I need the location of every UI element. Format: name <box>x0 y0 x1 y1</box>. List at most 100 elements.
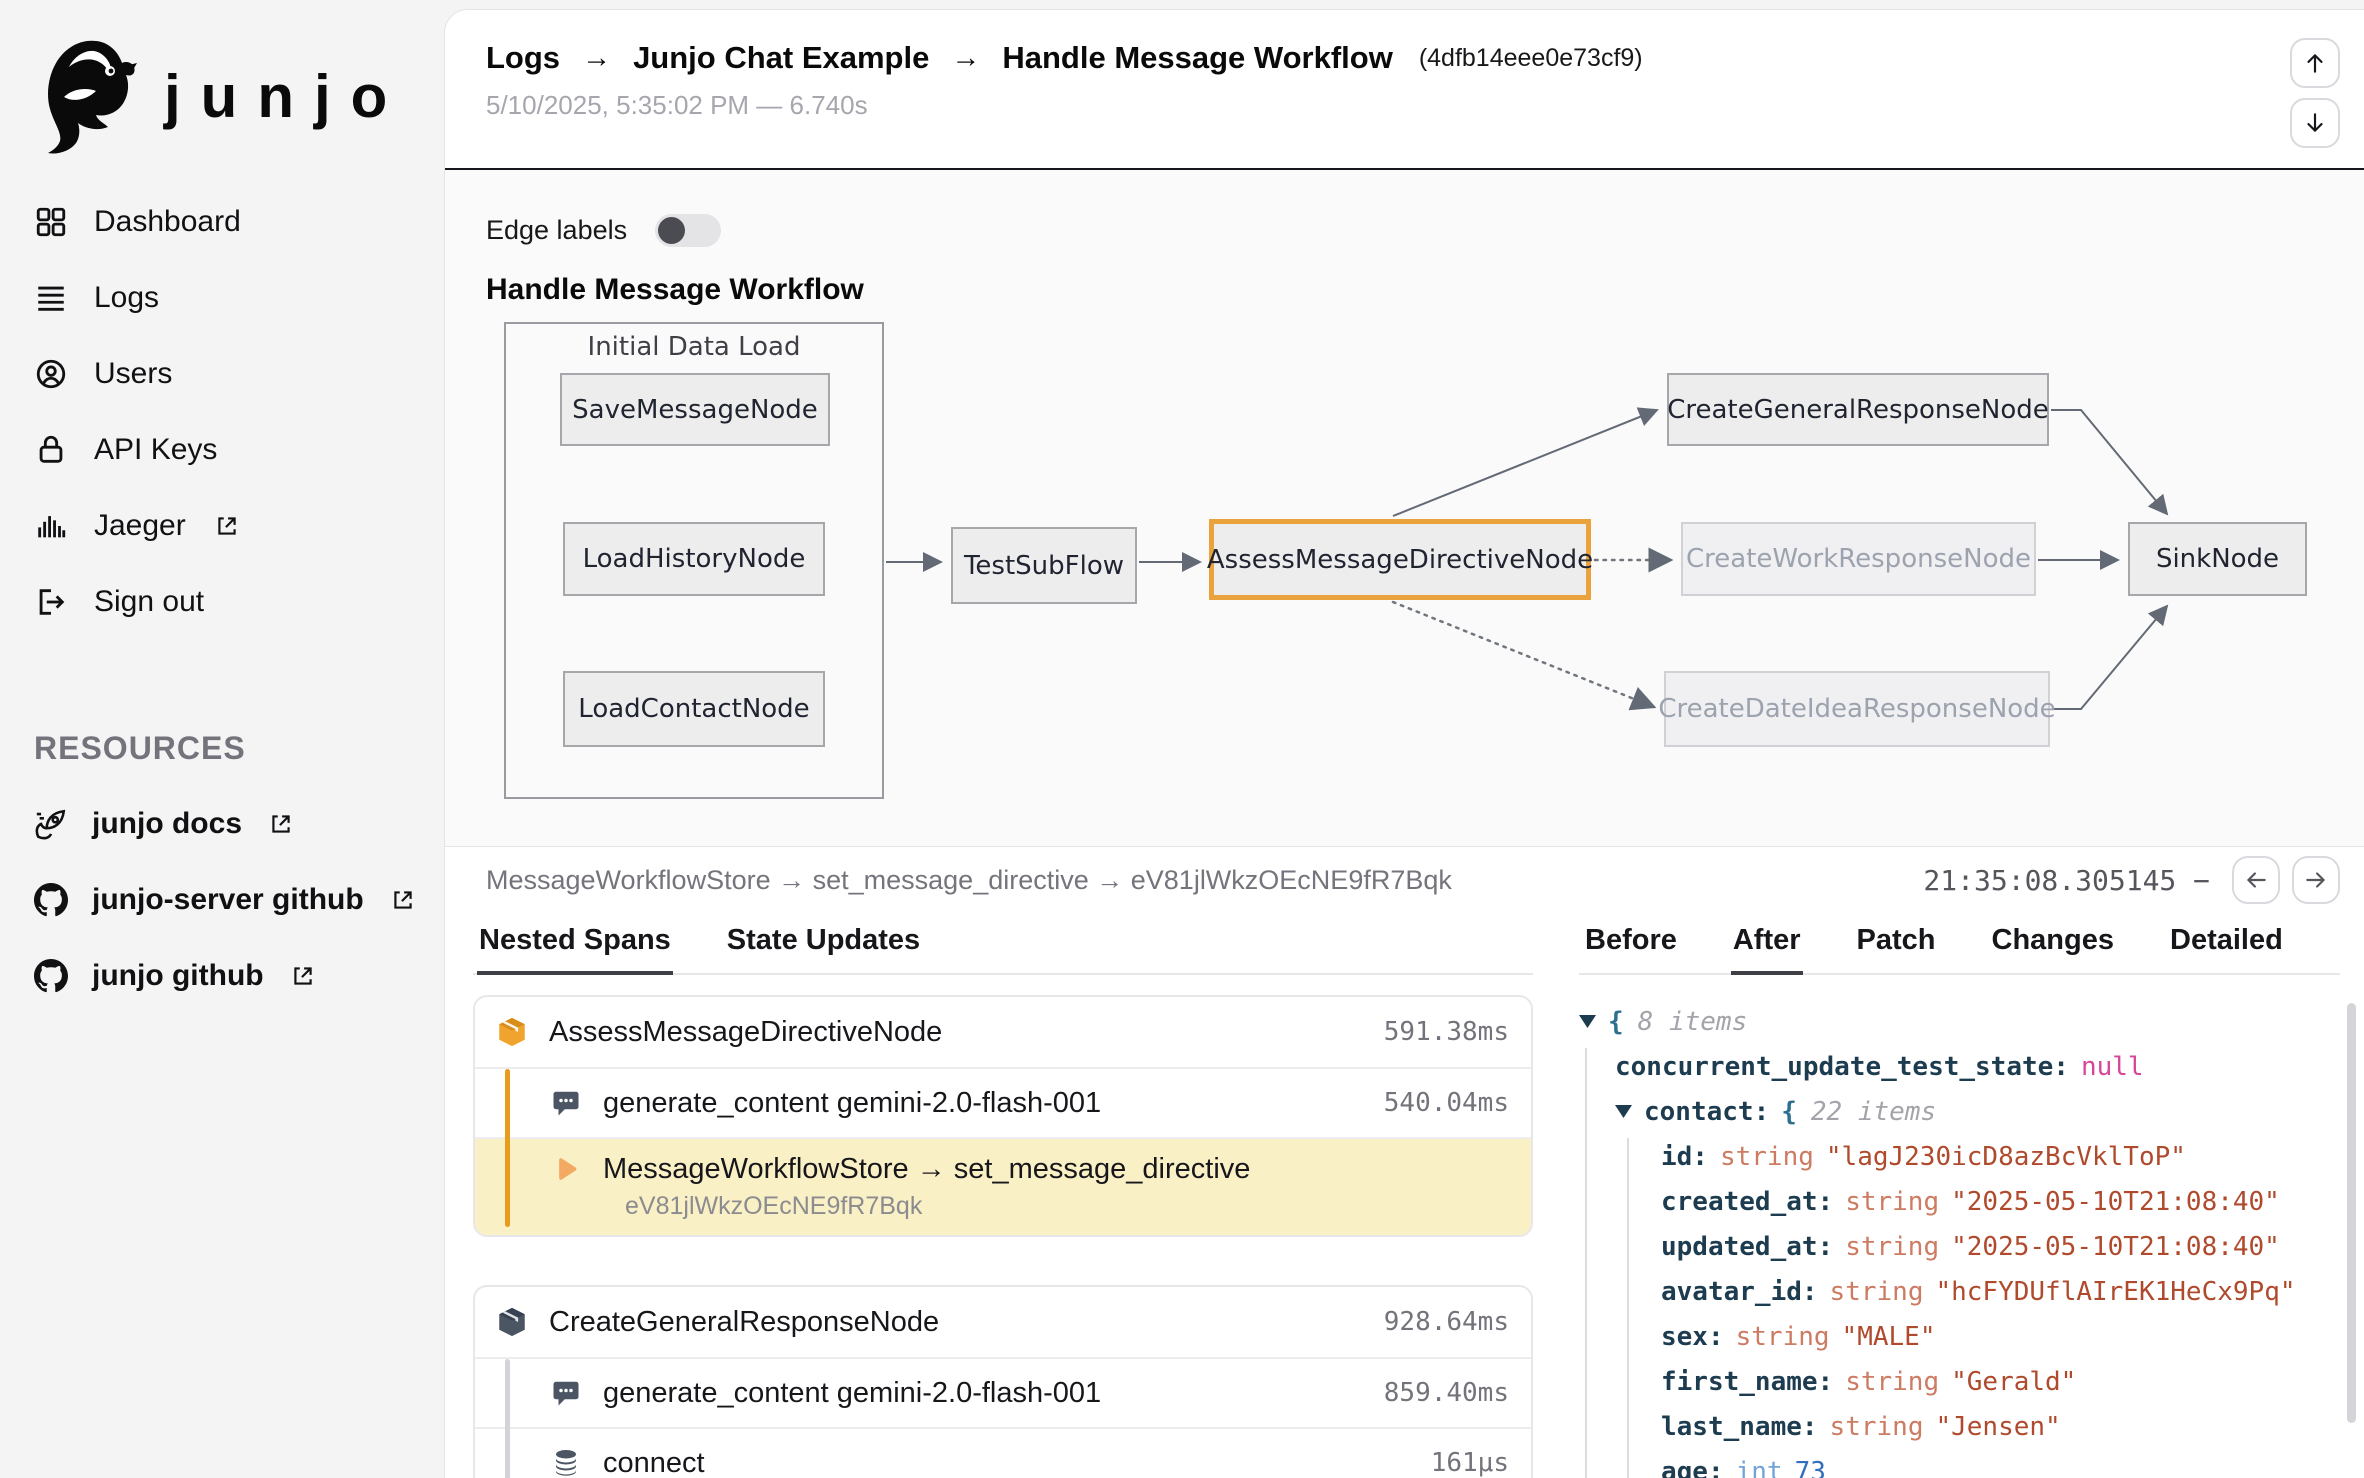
span-duration: 928.64ms <box>1383 1307 1509 1337</box>
node-sink[interactable]: SinkNode <box>2128 522 2307 596</box>
edge-labels-toggle[interactable] <box>655 214 722 247</box>
json-row-sex: sex: string "MALE" <box>1661 1314 2340 1359</box>
selected-span-bar: MessageWorkflowStore → set_message_direc… <box>445 847 2364 913</box>
span-row[interactable]: generate_content gemini-2.0-flash-001 54… <box>475 1067 1531 1137</box>
state-tabs: Before After Patch Changes Detailed <box>1579 913 2340 975</box>
node-test-subflow[interactable]: TestSubFlow <box>951 527 1137 604</box>
sidebar-item-label: Logs <box>94 281 160 314</box>
sidebar-item-dashboard[interactable]: Dashboard <box>34 184 444 260</box>
graph-title: Handle Message Workflow <box>486 273 864 306</box>
span-duration: 161μs <box>1430 1448 1509 1478</box>
json-row-avatar-id: avatar_id: string "hcFYDUflAIrEK1HeCx9Pq… <box>1661 1269 2340 1314</box>
dashboard-grid-icon <box>36 207 66 237</box>
json-key: age: <box>1661 1456 1724 1478</box>
database-icon <box>556 1450 576 1476</box>
json-item-count: 22 items <box>1810 1096 1937 1127</box>
json-value: 73 <box>1794 1456 1826 1478</box>
node-label: AssessMessageDirectiveNode <box>1206 544 1594 575</box>
sidebar-item-junjo-server-github[interactable]: junjo-server github <box>34 862 444 938</box>
sidebar-item-label: junjo docs <box>92 807 242 840</box>
time-cursor: 21:35:08.305145 − <box>1923 863 2210 897</box>
node-label: CreateWorkResponseNode <box>1686 544 2031 574</box>
node-create-date-idea-response[interactable]: CreateDateIdeaResponseNode <box>1658 671 2056 747</box>
span-group-assess: AssessMessageDirectiveNode 591.38ms gene… <box>473 995 1533 1237</box>
json-type: string <box>1845 1186 1940 1217</box>
external-link-icon <box>394 891 412 909</box>
tab-before[interactable]: Before <box>1585 924 1677 956</box>
tab-changes[interactable]: Changes <box>1991 924 2114 956</box>
sidebar-item-logs[interactable]: Logs <box>34 260 444 336</box>
json-root-row: { 8 items <box>1579 999 2340 1044</box>
prev-workflow-button[interactable] <box>2290 38 2340 88</box>
json-value: "Jensen" <box>1935 1411 2061 1442</box>
group-label: Initial Data Load <box>587 332 801 362</box>
state-json-tree: { 8 items concurrent_update_test_state: … <box>1579 999 2340 1478</box>
span-row-selected[interactable]: MessageWorkflowStore → set_message_direc… <box>475 1137 1531 1235</box>
workflow-graph-section: Edge labels Handle Message Workflow Init… <box>445 170 2364 847</box>
workflow-id: (4dfb14eee0e73cf9) <box>1418 43 1643 72</box>
store-path: MessageWorkflowStore → set_message_direc… <box>486 864 1452 895</box>
sidebar-item-api-keys[interactable]: API Keys <box>34 412 444 488</box>
node-load-history[interactable]: LoadHistoryNode <box>563 522 825 596</box>
span-title: MessageWorkflowStore → set_message_direc… <box>603 1153 1251 1185</box>
sidebar-item-users[interactable]: Users <box>34 336 444 412</box>
tab-detailed[interactable]: Detailed <box>2170 924 2283 956</box>
sidebar-item-sign-out[interactable]: Sign out <box>34 564 444 640</box>
node-save-message[interactable]: SaveMessageNode <box>560 373 830 446</box>
tab-patch[interactable]: Patch <box>1856 924 1936 956</box>
node-load-contact[interactable]: LoadContactNode <box>563 671 825 747</box>
sidebar-item-junjo-github[interactable]: junjo github <box>34 938 444 1014</box>
span-title: generate_content gemini-2.0-flash-001 <box>603 1376 1102 1409</box>
next-update-button[interactable] <box>2292 856 2340 904</box>
json-value: "2025-05-10T21:08:40" <box>1951 1186 2280 1217</box>
node-create-work-response[interactable]: CreateWorkResponseNode <box>1681 522 2036 596</box>
tab-state-updates[interactable]: State Updates <box>726 924 921 956</box>
json-key: updated_at: <box>1661 1231 1834 1262</box>
json-type: string <box>1845 1231 1940 1262</box>
sidebar-item-label: Dashboard <box>94 205 241 238</box>
breadcrumb-arrow-icon: → <box>951 41 981 74</box>
logo-wordmark: junjo <box>164 62 408 130</box>
github-icon <box>34 883 68 917</box>
span-row[interactable]: generate_content gemini-2.0-flash-001 85… <box>475 1357 1531 1427</box>
prev-update-button[interactable] <box>2232 856 2280 904</box>
collapse-icon[interactable] <box>1579 1015 1596 1028</box>
json-row-last-name: last_name: string "Jensen" <box>1661 1404 2340 1449</box>
external-link-icon <box>218 517 236 535</box>
json-row-first-name: first_name: string "Gerald" <box>1661 1359 2340 1404</box>
tab-nested-spans[interactable]: Nested Spans <box>477 924 673 975</box>
json-row-contact: contact: { 22 items <box>1615 1089 2340 1134</box>
json-type: string <box>1735 1321 1830 1352</box>
json-brace: { <box>1608 1006 1624 1037</box>
breadcrumb-logs[interactable]: Logs <box>486 40 561 75</box>
span-row[interactable]: connect 161μs <box>475 1427 1531 1478</box>
spans-tabs: Nested Spans State Updates <box>473 913 1533 975</box>
arrow-left-icon <box>2247 872 2266 888</box>
json-key: concurrent_update_test_state: <box>1615 1051 2069 1082</box>
page-header: Logs → Junjo Chat Example → Handle Messa… <box>445 10 2364 168</box>
span-row[interactable]: AssessMessageDirectiveNode 591.38ms <box>475 997 1531 1067</box>
edge-labels-label: Edge labels <box>486 215 628 245</box>
span-title: generate_content gemini-2.0-flash-001 <box>603 1086 1102 1119</box>
tab-after[interactable]: After <box>1730 924 1803 975</box>
sidebar-item-jaeger[interactable]: Jaeger <box>34 488 444 564</box>
node-assess-message-directive[interactable]: AssessMessageDirectiveNode <box>1206 519 1594 600</box>
json-key: created_at: <box>1661 1186 1834 1217</box>
node-create-general-response[interactable]: CreateGeneralResponseNode <box>1667 373 2049 446</box>
breadcrumb-junjo-chat-example[interactable]: Junjo Chat Example <box>633 40 930 75</box>
sidebar-item-junjo-docs[interactable]: junjo docs <box>34 786 444 862</box>
next-workflow-button[interactable] <box>2290 98 2340 148</box>
breadcrumb-workflow[interactable]: Handle Message Workflow <box>1002 40 1393 75</box>
json-type: string <box>1845 1366 1940 1397</box>
sidebar-item-label: Sign out <box>94 585 205 618</box>
scrollbar[interactable] <box>2347 1003 2356 1423</box>
sign-out-icon <box>39 589 65 615</box>
json-key: first_name: <box>1661 1366 1834 1397</box>
span-row[interactable]: CreateGeneralResponseNode 928.64ms <box>475 1287 1531 1357</box>
collapse-icon[interactable] <box>1615 1105 1632 1118</box>
state-panel: Before After Patch Changes Detailed { 8 … <box>1579 913 2356 1478</box>
json-value: "Gerald" <box>1951 1366 2077 1397</box>
external-link-icon <box>272 815 290 833</box>
span-title: CreateGeneralResponseNode <box>549 1305 940 1338</box>
app-logo: junjo <box>34 36 444 156</box>
